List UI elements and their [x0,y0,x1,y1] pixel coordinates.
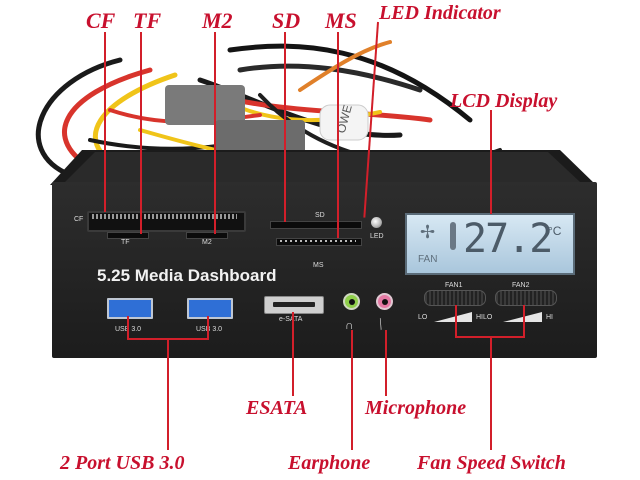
callout-esata: ESATA [246,397,308,419]
earphone-jack-hole [349,299,355,305]
callout-m2: M2 [202,8,233,33]
lcd-fan-label: FAN [418,254,438,265]
fan-leader-right [523,305,525,337]
fan2-hi-label: HI [546,314,553,321]
ms-slot[interactable] [276,238,362,246]
fan1-label: FAN1 [445,282,463,289]
microphone-jack[interactable] [376,293,393,310]
callout-cf: CF [86,8,116,33]
panel-title: 5.25 Media Dashboard [97,266,277,285]
callout-microphone: Microphone [365,397,467,419]
hilo-label: HILO [476,314,493,321]
esata-leader [292,312,294,396]
callout-led: LED Indicator [379,2,501,24]
usb-leader-left [127,316,129,338]
m2-slot[interactable] [186,232,228,239]
microphone-jack-hole [382,299,388,305]
lcd-unit: °C [548,224,562,238]
cf-leader [104,32,106,212]
usb-port-right[interactable] [187,298,233,319]
m2-slot-label: M2 [202,239,212,246]
microphone-leader [385,330,387,396]
fan2-knob[interactable] [495,290,557,306]
usb-leader-stem [167,338,169,450]
sd-slot[interactable] [270,221,362,229]
callout-ms: MS [325,8,357,33]
ms-slot-label: MS [313,262,324,269]
esata-port[interactable] [264,296,324,314]
led-label: LED [370,233,384,240]
callout-earphone: Earphone [288,452,371,474]
lcd-temperature: 27.2 [463,216,553,262]
lcd-leader [490,110,492,214]
ms-leader [337,32,339,238]
m2-leader [214,32,216,234]
lcd-display [405,213,575,275]
esata-port-inner [273,302,315,307]
callout-lcd: LCD Display [450,90,558,112]
sd-leader [284,32,286,222]
sd-slot-label: SD [315,212,325,219]
led-indicator [371,217,382,228]
thermometer-icon [450,222,456,250]
earphone-jack[interactable] [343,293,360,310]
headphone-icon: ∩ [345,318,354,332]
fan2-label: FAN2 [512,282,530,289]
callout-sd: SD [272,8,301,33]
usb-right-label: USB 3.0 [196,326,223,333]
fan-leader-left [455,305,457,337]
fan1-lo-label: LO [418,314,428,321]
cf-slot-label: CF [74,216,84,223]
ms-slot-pins [280,240,356,242]
fan-icon: ✢ [420,222,436,242]
tf-leader [140,32,142,234]
tf-slot[interactable] [107,232,149,239]
tf-slot-label: TF [121,239,130,246]
cf-slot-pins [92,214,237,219]
callout-usb: 2 Port USB 3.0 [60,452,185,474]
esata-label: e-SATA [279,316,303,323]
callout-fan: Fan Speed Switch [417,452,566,474]
usb-leader-right [207,316,209,338]
callout-tf: TF [133,8,162,33]
earphone-leader [351,330,353,450]
fan-leader-stem [490,336,492,450]
usb-port-left[interactable] [107,298,153,319]
